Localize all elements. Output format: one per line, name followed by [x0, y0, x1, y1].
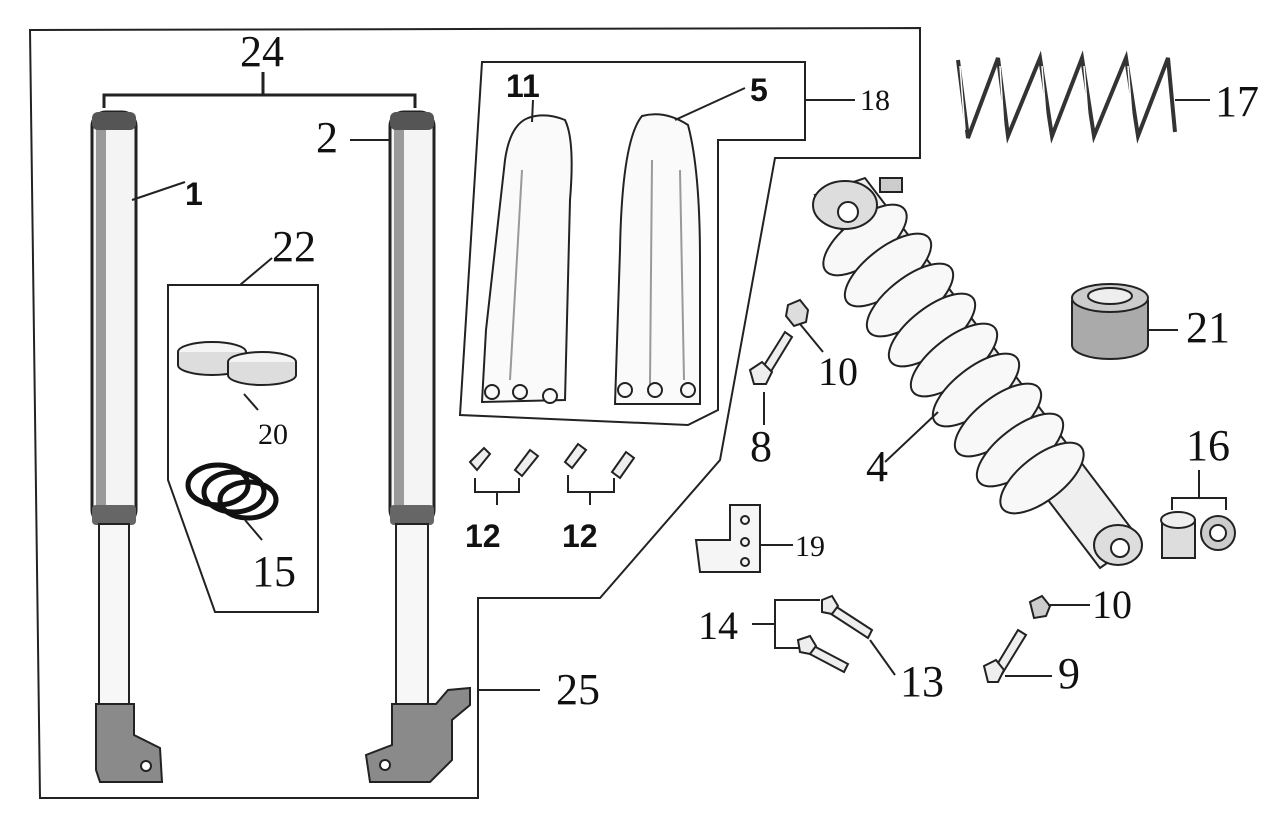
callout-21: 21: [1186, 303, 1230, 352]
fork-assembly-frame: [28, 26, 921, 799]
clip-brackets: [474, 475, 615, 505]
leader-lines: [131, 87, 1210, 691]
callout-18: 18: [860, 84, 890, 117]
fork-guard-left: [480, 114, 573, 404]
callout-17: 17: [1215, 77, 1259, 126]
shock-bolt-lower: [982, 628, 1028, 683]
left-fork-tube: [90, 110, 164, 783]
callout-10-upper: 10: [818, 349, 858, 394]
bushings: [177, 341, 297, 386]
callout-24: 24: [240, 27, 284, 76]
callout-14: 14: [698, 603, 738, 648]
callout-15: 15: [252, 547, 296, 596]
rear-spring: [956, 50, 1177, 144]
callout-5: 5: [750, 72, 768, 108]
callout-16: 16: [1186, 421, 1230, 470]
fork-guard-right: [613, 113, 701, 405]
shock-bolt-upper: [748, 330, 794, 385]
rear-shock: [812, 176, 1143, 570]
o-rings: [185, 462, 279, 521]
callout-12-right: 12: [562, 518, 598, 554]
guard-clips: [468, 442, 636, 480]
bushing-pair: [1160, 511, 1236, 559]
callout-10-lower: 10: [1092, 582, 1132, 627]
seal-kit-frame: [167, 284, 319, 613]
callout-12-left: 12: [465, 518, 501, 554]
bracket-bolts: [796, 594, 874, 674]
callout-1: 1: [185, 176, 203, 212]
callout-13: 13: [900, 657, 944, 706]
bracket: [694, 504, 761, 573]
cap: [1071, 283, 1149, 360]
callout-19: 19: [795, 530, 825, 563]
fork-assembly-bracket: [102, 72, 417, 108]
callout-20: 20: [258, 418, 288, 451]
callout-9: 9: [1058, 649, 1080, 698]
callout-25: 25: [556, 665, 600, 714]
callout-2: 2: [316, 113, 338, 162]
callout-4: 4: [866, 442, 888, 491]
nut-upper: [784, 298, 810, 328]
callout-8: 8: [750, 422, 772, 471]
bracket-bolt-set-bracket: [752, 599, 820, 649]
nut-lower: [1028, 594, 1052, 620]
bushing-pair-bracket: [1171, 470, 1227, 510]
callout-22: 22: [272, 222, 316, 271]
callout-11: 11: [506, 68, 540, 104]
right-fork-tube: [364, 110, 471, 783]
fork-guard-frame: [458, 61, 806, 427]
